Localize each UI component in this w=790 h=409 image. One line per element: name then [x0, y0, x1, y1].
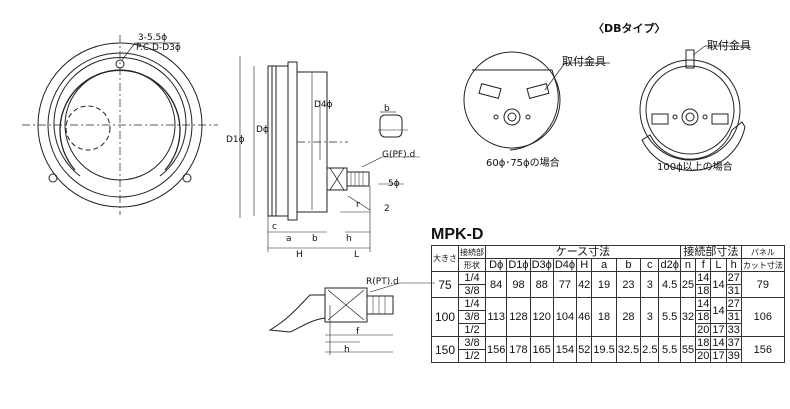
dim-h-bottom: h	[344, 345, 350, 355]
dim-f: f	[356, 327, 360, 337]
dim-d: Dϕ	[256, 125, 269, 135]
dim-b: b	[312, 234, 318, 244]
table-row: 1/2 20 17 39	[432, 349, 785, 363]
table-header-row-2: 形状 Dϕ D1ϕ D3ϕ D4ϕ H a b c d2ϕ n f L h カッ…	[432, 258, 785, 272]
col-header: L	[710, 258, 727, 272]
front-view-gauge	[22, 35, 218, 215]
dim-b-small: b	[384, 104, 390, 114]
table-row: 150 3/8 156 178 165 154 52 19.5 32.5 2.5…	[431, 336, 785, 363]
side-view-gauge	[239, 56, 420, 252]
dim-a: a	[286, 234, 292, 244]
db-type-large-view	[639, 45, 750, 171]
bracket-label-small: 取付金具	[562, 55, 606, 68]
header-joint: 接続部寸法	[679, 245, 742, 259]
dim-r-thread: R(PT).d	[366, 277, 399, 287]
col-header: h	[725, 258, 742, 272]
dim-d4: D4ϕ	[314, 100, 333, 110]
col-header: n	[679, 258, 697, 272]
db-type-small-view	[463, 51, 610, 151]
bracket-label-large: 取付金具	[707, 39, 751, 52]
spec-table: 大きさ 接続部 ケース寸法 接続部寸法 パネル 形状 Dϕ D1ϕ D3ϕ D4…	[431, 245, 785, 363]
table-title: MPK-D	[431, 226, 484, 243]
header-size: 大きさ	[431, 245, 459, 272]
col-header: D4ϕ	[552, 258, 578, 272]
table-row: 3/8 18 31	[432, 310, 785, 324]
col-header: Dϕ	[484, 258, 508, 272]
col-header: c	[640, 258, 660, 272]
caption-small-size: 60ϕ･75ϕの場合	[486, 158, 560, 169]
table-row: 1/2 20 17 33	[432, 323, 785, 337]
dim-r: r	[356, 200, 360, 210]
caption-large-size: 100ϕ以上の場合	[657, 162, 733, 173]
dim-H: H	[296, 250, 303, 260]
header-conn-shape: 形状	[458, 258, 486, 272]
col-header: D3ϕ	[529, 258, 554, 272]
dim-g-thread: G(PF).d	[382, 150, 416, 160]
header-case: ケース寸法	[485, 245, 681, 259]
dim-d1: D1ϕ	[226, 135, 245, 145]
bottom-view-connector	[268, 282, 435, 355]
table-row: 75 1/4 84 98 88 77 42 19 23 3 4.5 25 14 …	[431, 271, 785, 298]
header-panel-cut: カット寸法	[740, 258, 785, 272]
dim-5: 5ϕ	[388, 179, 400, 189]
dim-2: 2	[384, 204, 390, 214]
col-header: f	[695, 258, 712, 272]
table-row: 100 1/4 113 128 120 104 46 18 28 3 5.5 3…	[431, 297, 785, 337]
header-conn: 接続部	[458, 245, 486, 259]
dim-c: c	[272, 222, 277, 232]
col-header: d2ϕ	[658, 258, 681, 272]
hole-note: 3-5.5ϕ	[138, 33, 168, 43]
pcd-note: P.C.D-D3ϕ	[136, 43, 181, 53]
table-header-row: 大きさ 接続部 ケース寸法 接続部寸法 パネル	[431, 245, 785, 272]
col-header: D1ϕ	[506, 258, 531, 272]
header-panel: パネル	[740, 245, 785, 259]
col-header: a	[591, 258, 617, 272]
db-type-heading: 〈DBタイプ〉	[593, 22, 666, 35]
col-header: b	[615, 258, 642, 272]
dim-L: L	[354, 250, 360, 260]
col-header: H	[576, 258, 593, 272]
dim-h: h	[346, 234, 352, 244]
